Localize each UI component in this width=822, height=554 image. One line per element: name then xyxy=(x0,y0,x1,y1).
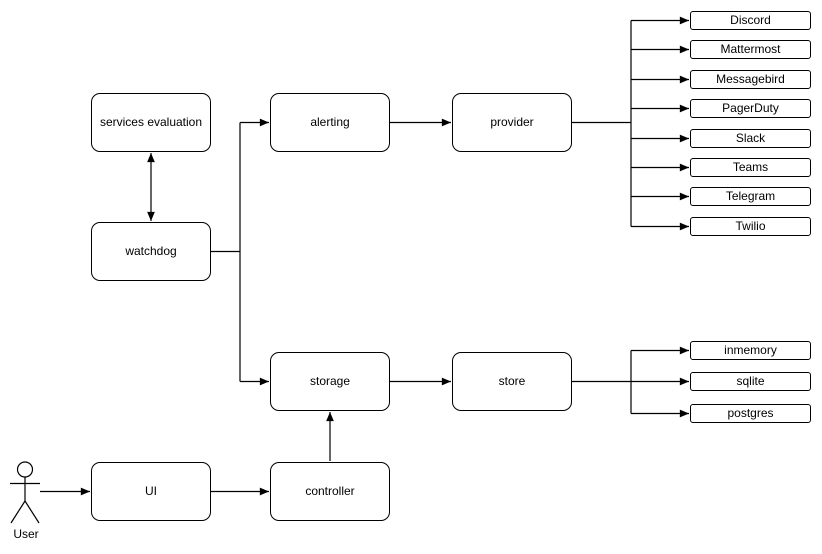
edge-store-fanout-trunk xyxy=(572,350,632,414)
provider-item-teams: Teams xyxy=(690,158,811,177)
edge-watchdog-branch-trunk xyxy=(211,122,241,382)
provider-item-messagebird: Messagebird xyxy=(690,70,811,89)
edge-provider-fanout-trunk xyxy=(572,20,632,227)
actor-label: User xyxy=(13,527,39,541)
node-watchdog: watchdog xyxy=(91,222,211,281)
actor-right-leg xyxy=(24,500,40,524)
node-alerting: alerting xyxy=(270,93,390,152)
node-ui: UI xyxy=(91,462,211,521)
provider-item-discord: Discord xyxy=(690,11,811,30)
actor-left-leg xyxy=(10,500,26,524)
node-services-evaluation: services evaluation xyxy=(91,93,211,152)
provider-item-telegram: Telegram xyxy=(690,187,811,206)
store-item-inmemory: inmemory xyxy=(690,341,811,360)
actor-head xyxy=(16,461,34,478)
user-actor-icon xyxy=(10,461,40,524)
node-store: store xyxy=(452,352,572,411)
node-storage: storage xyxy=(270,352,390,411)
store-item-sqlite: sqlite xyxy=(690,372,811,391)
provider-item-twilio: Twilio xyxy=(690,217,811,236)
store-item-postgres: postgres xyxy=(690,404,811,423)
node-provider: provider xyxy=(452,93,572,152)
node-controller: controller xyxy=(270,462,390,521)
provider-item-pagerduty: PagerDuty xyxy=(690,99,811,118)
provider-item-slack: Slack xyxy=(690,129,811,148)
provider-item-mattermost: Mattermost xyxy=(690,40,811,59)
